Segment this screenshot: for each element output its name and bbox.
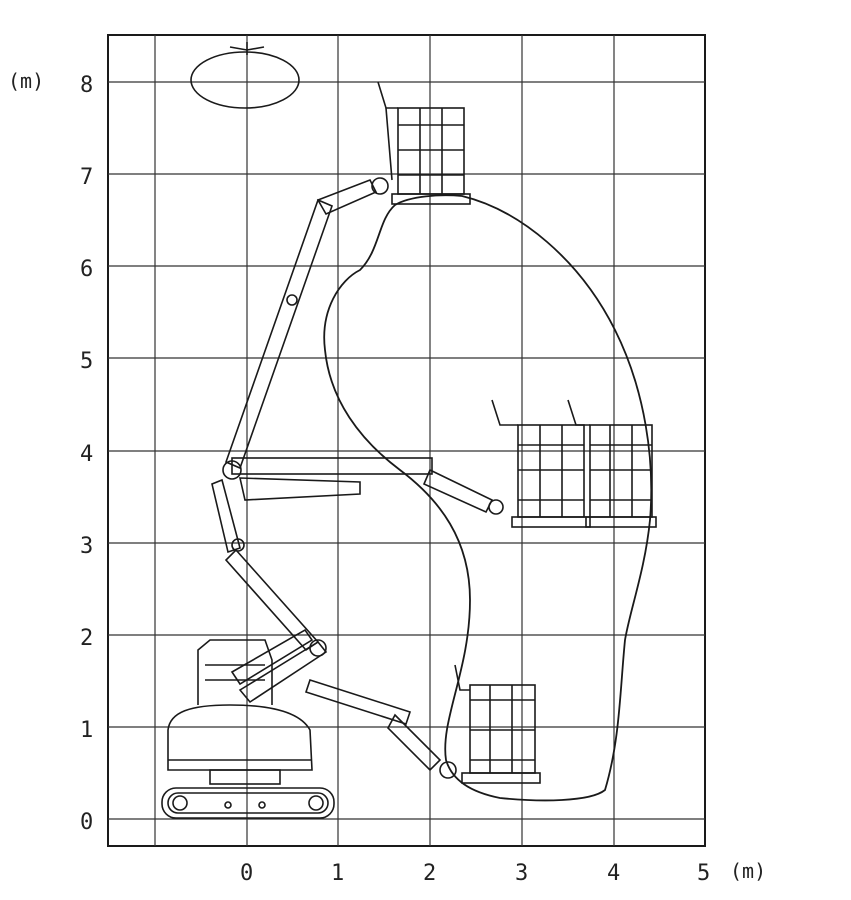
x-tick-0: 0 bbox=[240, 861, 253, 886]
y-tick-7: 7 bbox=[80, 165, 93, 190]
machine-body bbox=[167, 639, 313, 785]
y-tick-5: 5 bbox=[80, 349, 93, 374]
arm-mid-position bbox=[231, 457, 504, 515]
y-axis-unit: (m) bbox=[8, 69, 44, 93]
y-tick-2: 2 bbox=[80, 626, 93, 651]
y-tick-4: 4 bbox=[80, 442, 93, 467]
x-axis-unit: (m) bbox=[730, 859, 766, 883]
basket-low bbox=[454, 664, 541, 784]
x-tick-2: 2 bbox=[423, 861, 436, 886]
y-tick-6: 6 bbox=[80, 257, 93, 282]
crawler-tracks bbox=[161, 787, 335, 819]
arm-lower-position bbox=[304, 678, 457, 779]
x-axis-ticks: 0 1 2 3 4 5 bbox=[240, 861, 710, 886]
rotation-symbol bbox=[190, 42, 300, 109]
y-tick-0: 0 bbox=[80, 810, 93, 835]
x-tick-3: 3 bbox=[515, 861, 528, 886]
basket-high bbox=[377, 81, 471, 205]
boom-column bbox=[211, 460, 320, 652]
y-axis-ticks: 0 1 2 3 4 5 6 7 8 bbox=[80, 73, 93, 835]
y-tick-3: 3 bbox=[80, 534, 93, 559]
x-tick-1: 1 bbox=[331, 861, 344, 886]
basket-mid-1 bbox=[491, 399, 591, 528]
plot-frame bbox=[107, 34, 706, 847]
x-tick-5: 5 bbox=[697, 861, 710, 886]
y-tick-1: 1 bbox=[80, 718, 93, 743]
grid bbox=[108, 35, 705, 846]
x-tick-4: 4 bbox=[607, 861, 620, 886]
y-tick-8: 8 bbox=[80, 73, 93, 98]
arm-upper-position bbox=[224, 177, 389, 470]
basket-mid-2 bbox=[567, 399, 657, 528]
